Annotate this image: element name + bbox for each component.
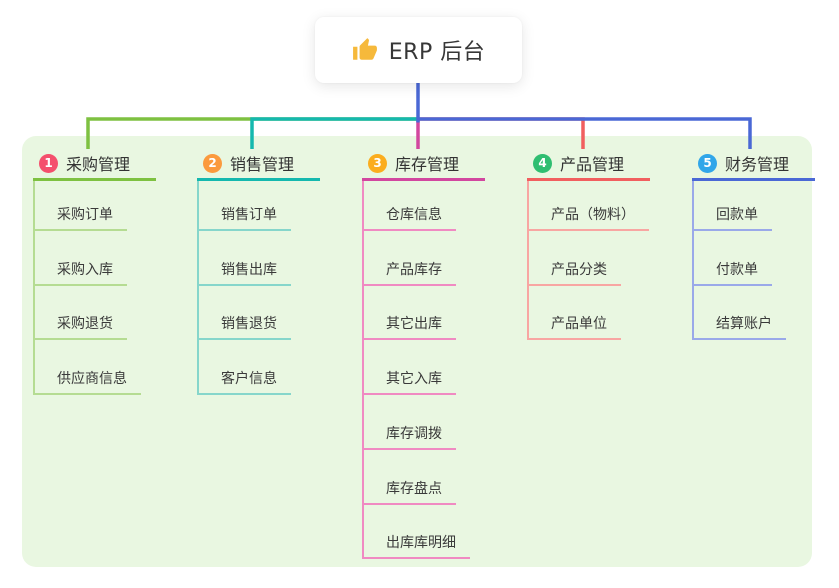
branch-node-销售管理[interactable]: 2 销售管理: [197, 148, 320, 181]
branch-children-connector: [692, 180, 694, 340]
child-node[interactable]: 回款单: [692, 203, 772, 231]
branch-children-connector: [197, 180, 199, 395]
branch-label: 销售管理: [230, 155, 295, 174]
child-node[interactable]: 产品（物料）: [527, 203, 649, 231]
thumbs-up-path: [352, 38, 377, 60]
child-node[interactable]: 产品库存: [362, 258, 456, 286]
child-node[interactable]: 采购退货: [33, 312, 127, 340]
child-node[interactable]: 库存调拨: [362, 422, 456, 450]
thumbs-up-icon: [352, 37, 378, 63]
child-node[interactable]: 产品单位: [527, 312, 621, 340]
child-node[interactable]: 产品分类: [527, 258, 621, 286]
child-node[interactable]: 销售订单: [197, 203, 291, 231]
child-node[interactable]: 出库库明细: [362, 531, 470, 559]
branch-number-badge: 4: [533, 153, 552, 173]
branch-children-connector: [527, 180, 529, 340]
branch-label: 产品管理: [560, 155, 625, 174]
branch-label: 财务管理: [725, 155, 790, 174]
branch-children-connector: [33, 180, 35, 395]
branch-children-connector: [362, 180, 364, 559]
child-node[interactable]: 其它出库: [362, 312, 456, 340]
child-node[interactable]: 仓库信息: [362, 203, 456, 231]
child-node[interactable]: 其它入库: [362, 367, 456, 395]
child-node[interactable]: 采购入库: [33, 258, 127, 286]
branch-number-badge: 3: [368, 153, 387, 173]
branch-label: 采购管理: [66, 155, 131, 174]
branch-number-badge: 1: [39, 153, 58, 173]
root-node[interactable]: ERP 后台: [315, 17, 522, 83]
branch-label: 库存管理: [395, 155, 460, 174]
branch-number-badge: 5: [698, 153, 717, 173]
branch-node-库存管理[interactable]: 3 库存管理: [362, 148, 485, 181]
root-title: ERP 后台: [388, 40, 486, 65]
child-node[interactable]: 客户信息: [197, 367, 291, 395]
child-node[interactable]: 销售退货: [197, 312, 291, 340]
child-node[interactable]: 结算账户: [692, 312, 786, 340]
branches-panel: [22, 136, 812, 567]
branch-number-badge: 2: [203, 153, 222, 173]
branch-node-产品管理[interactable]: 4 产品管理: [527, 148, 650, 181]
child-node[interactable]: 供应商信息: [33, 367, 141, 395]
branch-node-采购管理[interactable]: 1 采购管理: [33, 148, 156, 181]
child-node[interactable]: 库存盘点: [362, 477, 456, 505]
child-node[interactable]: 销售出库: [197, 258, 291, 286]
child-node[interactable]: 采购订单: [33, 203, 127, 231]
child-node[interactable]: 付款单: [692, 258, 772, 286]
branch-node-财务管理[interactable]: 5 财务管理: [692, 148, 815, 181]
